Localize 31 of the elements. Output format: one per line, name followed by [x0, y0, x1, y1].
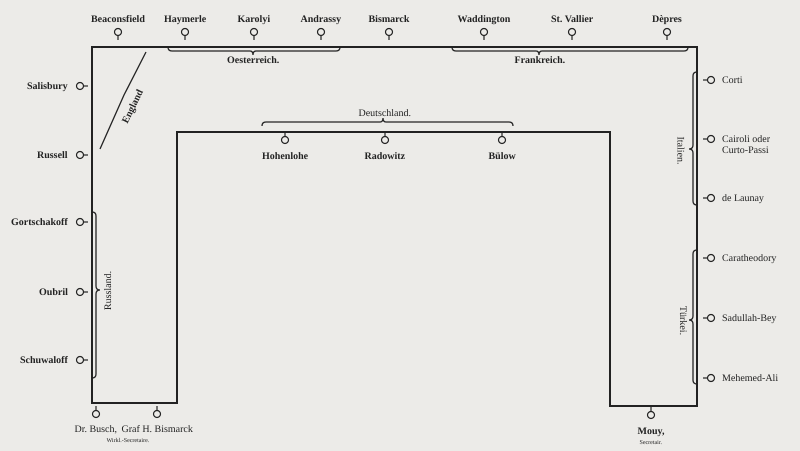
country-label: Türkei. [676, 305, 688, 335]
country-label: Italien. [674, 136, 686, 164]
delegate-name: Beaconsfield [91, 14, 145, 25]
country-label: Deutschland. [358, 108, 411, 119]
delegate-name: Bülow [488, 151, 516, 162]
delegate-name: Cairoli oder Curto-Passi [722, 134, 772, 156]
delegate-name: Gortschakoff [11, 217, 68, 228]
delegate-name: Sadullah-Bey [722, 313, 776, 324]
delegate-name: Schuwaloff [20, 355, 68, 366]
country-label: Russland. [102, 270, 114, 310]
country-label: Oesterreich. [227, 55, 280, 66]
delegate-name: Bismarck [368, 14, 410, 25]
delegate-name: Oubril [39, 287, 68, 298]
delegate-name: Dèpres [652, 14, 682, 25]
country-label: Frankreich. [514, 55, 566, 66]
delegate-name: Waddington [458, 14, 510, 25]
delegate-name: Graf H. Bismarck [122, 424, 193, 435]
delegate-name: Corti [722, 75, 743, 86]
delegate-name: Radowitz [364, 151, 406, 162]
delegate-name: de Launay [722, 193, 764, 204]
delegate-name: Caratheodory [722, 253, 776, 264]
delegate-name: St. Vallier [551, 14, 594, 25]
delegate-name: Hohenlohe [262, 151, 308, 162]
delegate-name: Salisbury [27, 81, 68, 92]
delegate-name: Haymerle [164, 14, 206, 25]
delegate-name: Russell [37, 150, 68, 161]
delegate-name: Mehemed-Ali [722, 373, 778, 384]
delegate-name: Mouy, [638, 426, 664, 437]
delegate-name: Karolyi [238, 14, 270, 25]
delegate-name: Dr. Busch, [74, 424, 117, 435]
delegate-name: Andrassy [300, 14, 342, 25]
